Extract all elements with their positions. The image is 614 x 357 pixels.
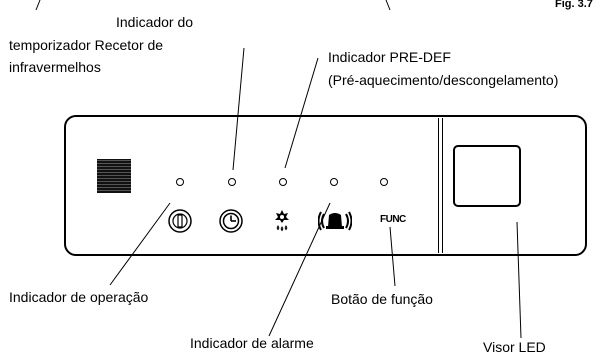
defrost-icon[interactable] <box>273 208 291 234</box>
power-icon[interactable] <box>167 208 193 234</box>
predef-indicator-label-2: (Pré-aquecimento/descongelamento) <box>328 72 559 88</box>
leader-line-top-left <box>35 0 41 11</box>
predef-indicator-led <box>279 178 287 186</box>
panel-divider-inner <box>442 118 443 253</box>
leader-line-top-mid <box>385 0 391 11</box>
timer-indicator-label-1: Indicador do <box>116 14 194 30</box>
timer-indicator-label-2: temporizador Recetor de <box>9 37 164 53</box>
predef-indicator-label-1: Indicador PRE-DEF <box>328 49 451 65</box>
infrared-receiver-label: infravermelhos <box>9 59 101 75</box>
panel-divider <box>438 118 439 253</box>
leader-line-operation <box>109 202 171 286</box>
alarm-icon[interactable] <box>318 210 352 232</box>
alarm-indicator-label: Indicador de alarme <box>190 335 314 351</box>
leader-line-timer <box>232 47 245 171</box>
led-display-label: Visor LED <box>483 339 546 355</box>
leader-line-predef <box>284 57 319 169</box>
alarm-indicator-led <box>330 178 338 186</box>
function-indicator-led <box>380 178 388 186</box>
leader-line-display <box>516 221 522 339</box>
operation-indicator-led <box>176 178 184 186</box>
function-button-label: Botão de função <box>331 291 433 307</box>
led-display <box>453 145 521 207</box>
figure-label: Fig. 3.7 <box>555 0 593 10</box>
clock-icon[interactable] <box>218 208 244 234</box>
function-button[interactable]: FUNC <box>380 214 406 225</box>
infrared-receiver <box>97 159 131 193</box>
leader-line-function <box>389 226 396 287</box>
operation-indicator-label: Indicador de operação <box>9 289 149 305</box>
control-panel <box>64 115 587 256</box>
timer-indicator-led <box>228 178 236 186</box>
